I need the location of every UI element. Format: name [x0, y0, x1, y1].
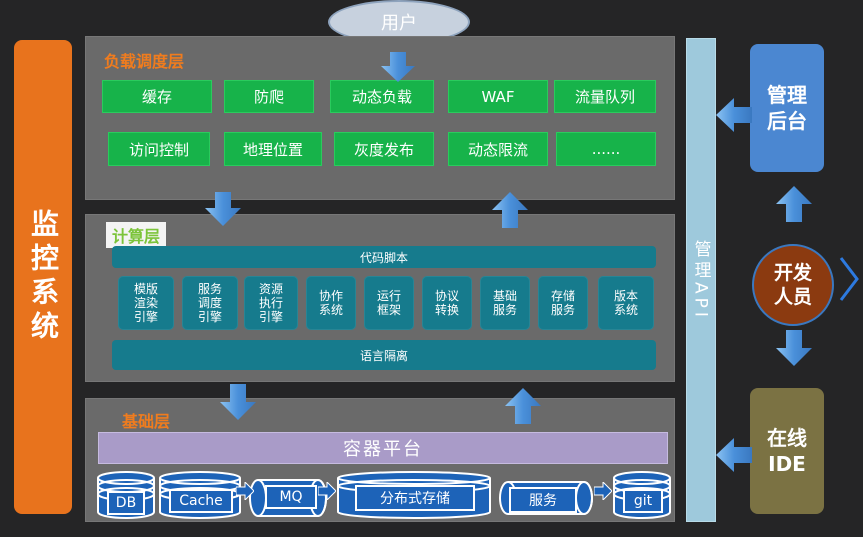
storage-service: 服务 [529, 493, 557, 509]
arrow-left-icon [716, 438, 752, 472]
feature-cache: 缓存 [102, 80, 212, 113]
arrow-down-icon [381, 52, 415, 82]
load-layer-title: 负载调度层 [104, 52, 185, 71]
management-api-bar: 管理API [686, 38, 716, 522]
monitor-system: 监控系统 [14, 40, 72, 514]
feature-gray-release: 灰度发布 [334, 132, 434, 166]
container-platform-label: 容器平台 [343, 439, 423, 460]
admin-backend-label: 管理后台 [767, 83, 807, 133]
module-resource-engine: 资源 执行 引擎 [244, 276, 298, 330]
compute-layer-title: 计算层 [106, 222, 167, 248]
arrow-right-icon [594, 482, 612, 500]
storage-db: DB [115, 495, 137, 511]
base-layer-title: 基础层 [122, 412, 171, 431]
module-version-system: 版本 系统 [598, 276, 654, 330]
language-isolation-bar: 语言隔离 [112, 340, 656, 370]
feature-access-control: 访问控制 [108, 132, 210, 166]
online-ide-label: 在线IDE [767, 426, 807, 476]
module-collaboration: 协作 系统 [306, 276, 356, 330]
user-label: 用户 [381, 13, 417, 34]
chevron-right-icon[interactable] [838, 254, 860, 304]
storage-row [97, 471, 671, 519]
module-basic-service: 基础 服务 [480, 276, 530, 330]
module-protocol-conversion: 协议 转换 [422, 276, 472, 330]
module-storage-service: 存储 服务 [538, 276, 588, 330]
feature-geo-location: 地理位置 [224, 132, 322, 166]
load-layer: 负载调度层 [85, 36, 675, 200]
arrow-down-icon [776, 330, 812, 366]
developer-node: 开发人员 [752, 244, 834, 326]
arrow-right-icon [318, 482, 336, 500]
arrow-right-icon [236, 482, 254, 500]
code-script-bar: 代码脚本 [112, 246, 656, 268]
module-template-engine: 模版 渲染 引擎 [118, 276, 174, 330]
storage-mq: MQ [279, 489, 303, 505]
arrow-up-icon [492, 192, 528, 228]
storage-distributed: 分布式存储 [380, 491, 450, 507]
arrow-up-icon [776, 186, 812, 222]
management-api-label: 管理API [690, 239, 711, 321]
arrow-down-icon [220, 384, 256, 420]
arrow-left-icon [716, 98, 752, 132]
monitor-label: 监控系统 [27, 209, 60, 345]
module-service-engine: 服务 调度 引擎 [182, 276, 238, 330]
feature-dynamic-limit: 动态限流 [448, 132, 548, 166]
arrow-up-icon [505, 388, 541, 424]
storage-cache: Cache [179, 493, 223, 509]
storage-git: git [633, 493, 653, 509]
module-runtime-framework: 运行 框架 [364, 276, 414, 330]
online-ide: 在线IDE [750, 388, 824, 514]
container-platform: 容器平台 [98, 432, 668, 464]
feature-waf: WAF [448, 80, 548, 113]
feature-traffic-queue: 流量队列 [554, 80, 656, 113]
developer-label: 开发人员 [773, 262, 812, 308]
arrow-down-icon [205, 192, 241, 226]
admin-backend: 管理后台 [750, 44, 824, 172]
feature-dynamic-load: 动态负载 [330, 80, 434, 113]
feature-anti-crawl: 防爬 [224, 80, 314, 113]
feature-more: ...... [556, 132, 656, 166]
